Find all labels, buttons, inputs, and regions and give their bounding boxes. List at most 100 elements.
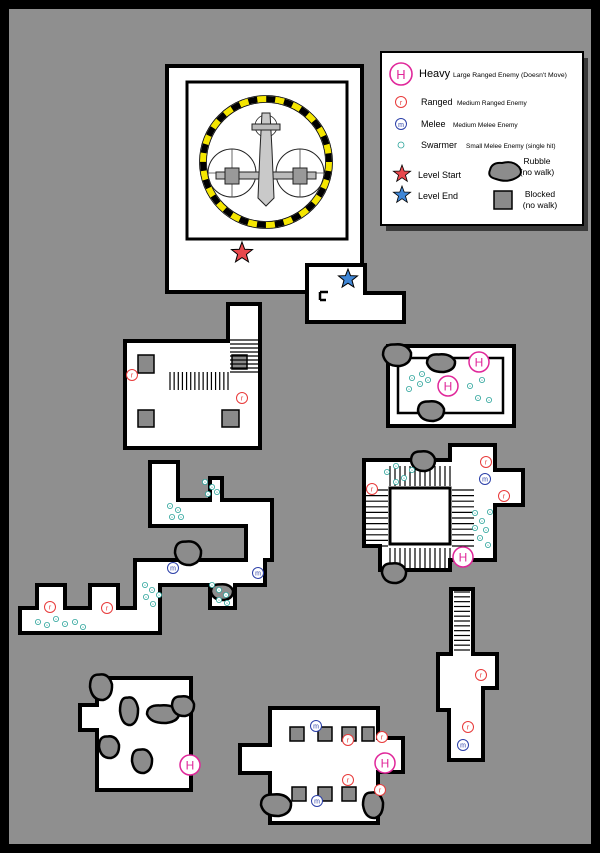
melee-enemy-ring: [310, 720, 322, 732]
rubble-pile: [409, 450, 437, 473]
nacelle-right: [292, 167, 308, 185]
legend-level-start-label: Level Start: [418, 170, 462, 180]
swarmer-enemy-icon: s: [478, 376, 485, 383]
swarmer-enemy-ring: [213, 488, 220, 495]
ranged-enemy-icon: r: [498, 490, 510, 502]
ranged-enemy-glyph: r: [347, 738, 350, 745]
legend-ranged-name: Ranged: [421, 97, 453, 107]
swarmer-enemy-ring: [174, 506, 181, 513]
swarmer-enemy-glyph: s: [474, 511, 476, 515]
swarmer-enemy-ring: [484, 542, 491, 549]
swarmer-enemy-ring: [166, 502, 173, 509]
heavy-enemy-icon: H: [374, 752, 396, 774]
rubble-pile: [425, 353, 457, 374]
ranged-enemy-ring: [101, 602, 113, 614]
cross-center-block: [388, 486, 452, 546]
swarmer-enemy-glyph: s: [171, 515, 173, 519]
swarmer-enemy-glyph: s: [474, 526, 476, 530]
melee-enemy-glyph: m: [460, 743, 466, 750]
rubble-pile: [88, 673, 114, 702]
blue-star-icon: [392, 184, 412, 204]
ranged-enemy-glyph: r: [381, 735, 384, 742]
heavy-enemy-ring: [437, 375, 459, 397]
swarmer-enemy-icon: s: [223, 600, 230, 607]
swarmer-enemy-ring: [72, 619, 79, 626]
swarmer-enemy-ring: [44, 622, 51, 629]
swarmer-enemy-ring: [215, 597, 222, 604]
melee-enemy-icon: m: [167, 562, 179, 574]
aircraft-tailplane: [251, 123, 281, 131]
ranged-enemy-icon: r: [480, 456, 492, 468]
swarmer-enemy-ring: [416, 380, 423, 387]
ranged-enemy-ring: [374, 784, 386, 796]
swarmer-enemy-icon: s: [208, 483, 215, 490]
swarmer-enemy-icon: s: [142, 594, 149, 601]
ranged-icon-glyph: r: [400, 100, 403, 107]
swarmer-enemy-glyph: s: [151, 588, 153, 592]
swarmer-enemy-ring: [168, 514, 175, 521]
ranged-enemy-glyph: r: [379, 788, 382, 795]
swarmer-enemy-icon: s: [215, 597, 222, 604]
melee-enemy-glyph: m: [313, 724, 319, 731]
legend-heavy-desc: Large Ranged Enemy (Doesn't Move): [453, 72, 567, 79]
swarmer-enemy-ring: [424, 376, 431, 383]
swarmer-icon: [397, 141, 405, 149]
swarmer-enemy-glyph: s: [489, 510, 491, 514]
swarmer-enemy-icon: s: [174, 506, 181, 513]
swarmer-enemy-icon: s: [485, 396, 492, 403]
heavy-enemy-icon: H: [452, 546, 474, 568]
swarmer-enemy-ring: [149, 601, 156, 608]
ranged-enemy-ring: [236, 392, 248, 404]
red-star-icon: [230, 240, 254, 264]
blocked-icon: [493, 190, 513, 210]
blue-star-icon: [337, 267, 359, 289]
ranged-enemy-glyph: r: [347, 778, 350, 785]
ranged-enemy-icon: r: [126, 369, 138, 381]
swarmer-enemy-glyph: s: [487, 543, 489, 547]
legend-melee-desc: Medium Melee Enemy: [453, 122, 518, 129]
swarmer-enemy-icon: s: [471, 509, 478, 516]
helipad-ring-outer-edge: [199, 95, 333, 229]
swarmer-enemy-glyph: s: [46, 623, 48, 627]
swarmer-enemy-icon: s: [424, 376, 431, 383]
legend-blocked: Blocked (no walk): [493, 189, 557, 210]
legend-swarmer-desc: Small Melee Enemy (single hit): [466, 143, 556, 150]
ranged-enemy-ring: [376, 731, 388, 743]
ranged-enemy-icon: r: [342, 734, 354, 746]
ranged-enemy-ring: [475, 669, 487, 681]
swarmer-enemy-glyph: s: [225, 593, 227, 597]
blocked-tile: [231, 354, 248, 370]
swarmer-enemy-ring: [478, 518, 485, 525]
rubble-pile: [130, 748, 154, 775]
swarmer-enemy-glyph: s: [216, 490, 218, 494]
swarmer-enemy-ring: [204, 490, 211, 497]
swarmer-enemy-ring: [471, 525, 478, 532]
ranged-enemy-glyph: r: [480, 673, 483, 680]
swarmer-enemy-ring: [486, 508, 493, 515]
swarmer-enemy-icon: s: [72, 619, 79, 626]
swarmer-enemy-glyph: s: [158, 593, 160, 597]
rubble-layer: [88, 343, 457, 820]
swarmer-enemy-icon: s: [149, 601, 156, 608]
swarmer-enemy-ring: [466, 382, 473, 389]
swarmer-enemy-ring: [471, 509, 478, 516]
stairs-cross-south: [389, 548, 451, 568]
legend-swarmer-name: Swarmer: [421, 140, 457, 150]
heavy-enemy-ring: [374, 752, 396, 774]
swarmer-enemy-glyph: s: [479, 536, 481, 540]
ranged-enemy-ring: [366, 483, 378, 495]
heavy-icon-glyph: H: [396, 67, 405, 82]
rubble-pile: [170, 695, 196, 718]
swarmer-enemy-ring: [474, 394, 481, 401]
swarmer-enemy-ring: [408, 374, 415, 381]
swarmer-enemy-icon: s: [44, 622, 51, 629]
heavy-enemy-icon: H: [437, 375, 459, 397]
melee-enemy-glyph: m: [255, 571, 261, 578]
melee-enemy-ring: [311, 795, 323, 807]
swarmer-enemy-glyph: s: [211, 485, 213, 489]
ranged-enemy-glyph: r: [371, 487, 374, 494]
rubble-pile: [97, 735, 121, 760]
swarmer-enemy-icon: s: [201, 478, 208, 485]
swarmer-enemy-glyph: s: [37, 620, 39, 624]
legend-rubble-line1: Rubble: [524, 156, 551, 166]
